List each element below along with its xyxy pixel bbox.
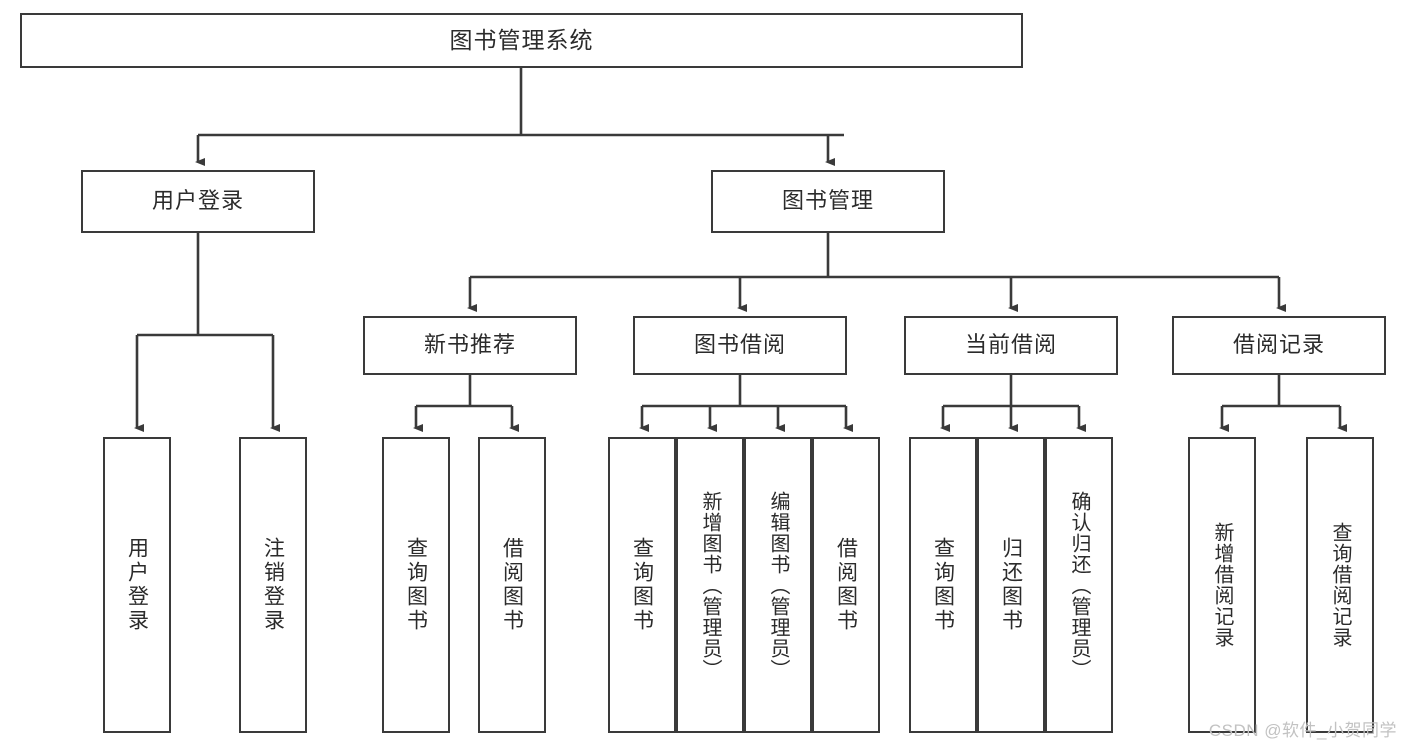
node-label: 用户登录 xyxy=(151,188,244,214)
node-current-borrow[interactable]: 当前借阅 xyxy=(904,316,1118,375)
leaf-label: 查询借阅记录 xyxy=(1329,522,1351,648)
leaf-label: 查询图书 xyxy=(931,537,955,633)
leaf-label: 确认归还（管理员） xyxy=(1068,490,1090,680)
csdn-watermark: CSDN @软件_小贺同学 xyxy=(1208,721,1397,740)
node-label: 当前借阅 xyxy=(964,332,1057,358)
leaf-label: 注销登录 xyxy=(261,537,285,633)
leaf-label: 编辑图书（管理员） xyxy=(767,490,789,680)
node-user-login[interactable]: 用户登录 xyxy=(81,170,315,233)
leaf-logout[interactable]: 注销登录 xyxy=(239,437,307,733)
leaf-query-borrow-record[interactable]: 查询借阅记录 xyxy=(1306,437,1374,733)
leaf-label: 查询图书 xyxy=(630,537,654,633)
node-borrow-records[interactable]: 借阅记录 xyxy=(1172,316,1386,375)
leaf-borrow-book[interactable]: 借阅图书 xyxy=(812,437,880,733)
node-label: 新书推荐 xyxy=(423,332,516,358)
leaf-query-book-recommend[interactable]: 查询图书 xyxy=(382,437,450,733)
leaf-query-book-borrow[interactable]: 查询图书 xyxy=(608,437,676,733)
leaf-confirm-return-admin[interactable]: 确认归还（管理员） xyxy=(1045,437,1113,733)
leaf-label: 归还图书 xyxy=(999,537,1023,633)
leaf-label: 用户登录 xyxy=(125,537,149,633)
node-root-system[interactable]: 图书管理系统 xyxy=(20,13,1023,68)
node-label: 借阅记录 xyxy=(1232,332,1325,358)
node-label: 图书管理系统 xyxy=(449,26,594,53)
node-book-management[interactable]: 图书管理 xyxy=(711,170,945,233)
leaf-add-borrow-record[interactable]: 新增借阅记录 xyxy=(1188,437,1256,733)
leaf-label: 查询图书 xyxy=(404,537,428,633)
leaf-return-book[interactable]: 归还图书 xyxy=(977,437,1045,733)
leaf-label: 新增图书（管理员） xyxy=(699,490,721,680)
node-book-borrow[interactable]: 图书借阅 xyxy=(633,316,847,375)
leaf-user-login[interactable]: 用户登录 xyxy=(103,437,171,733)
node-new-book-recommend[interactable]: 新书推荐 xyxy=(363,316,577,375)
node-label: 图书借阅 xyxy=(693,332,786,358)
leaf-edit-book-admin[interactable]: 编辑图书（管理员） xyxy=(744,437,812,733)
node-label: 图书管理 xyxy=(781,188,874,214)
leaf-borrow-book-recommend[interactable]: 借阅图书 xyxy=(478,437,546,733)
leaf-label: 借阅图书 xyxy=(834,537,858,633)
leaf-label: 新增借阅记录 xyxy=(1211,522,1233,648)
leaf-query-book-current[interactable]: 查询图书 xyxy=(909,437,977,733)
leaf-add-book-admin[interactable]: 新增图书（管理员） xyxy=(676,437,744,733)
leaf-label: 借阅图书 xyxy=(500,537,524,633)
